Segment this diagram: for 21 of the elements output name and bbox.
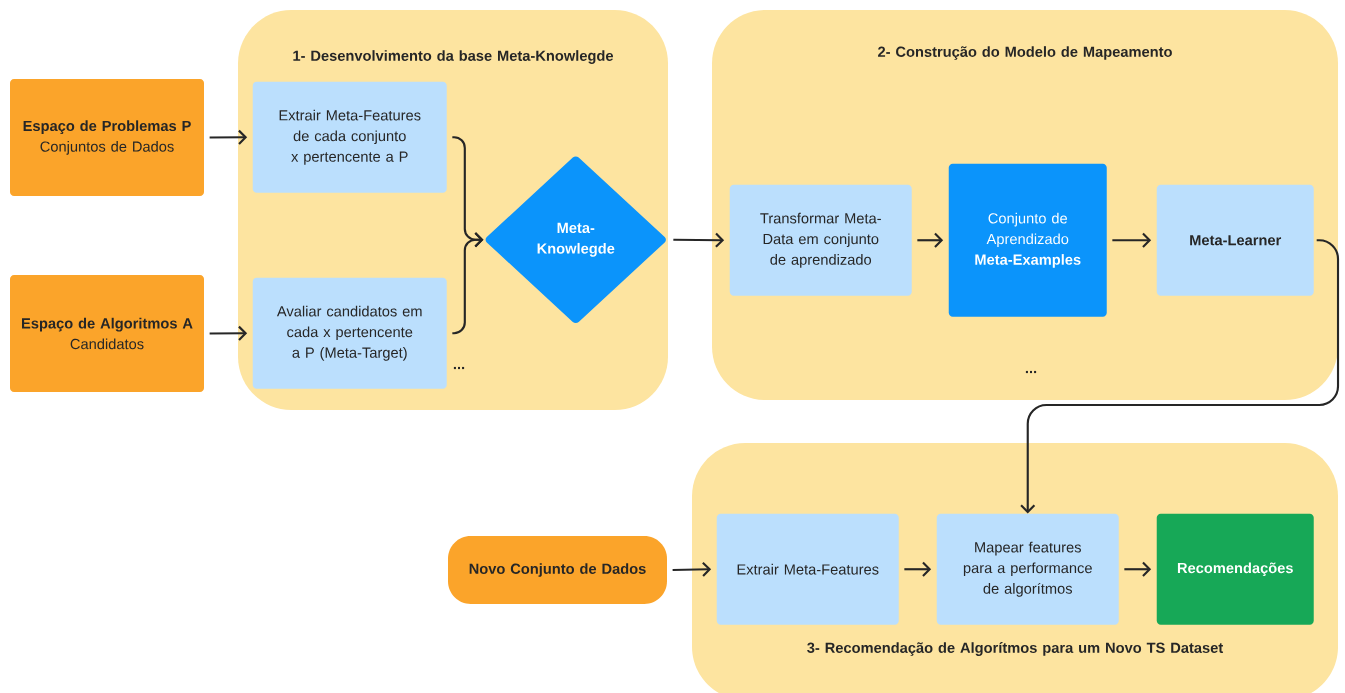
process-box: Espaço de Problemas P Conjuntos de Dados: [10, 79, 204, 196]
arrow: [209, 325, 248, 341]
arrow: [1020, 239, 1340, 514]
process-box: Extrair Meta-Features de cada conjunto x pertencente a P: [252, 81, 447, 193]
process-box: Meta-Learner: [1156, 184, 1314, 296]
arrow: [917, 232, 944, 248]
arrow: [672, 561, 712, 577]
process-box: Transformar Meta-Data em conjunto de aprendizado: [729, 184, 912, 296]
process-box: Recomendações: [1156, 513, 1314, 625]
arrow: [904, 561, 932, 577]
process-box: Conjunto de Aprendizado Meta-Examples: [948, 163, 1107, 317]
process-box: Avaliar candidatos em cada x pertencente a P (Meta-Target): [252, 277, 447, 389]
arrow: [1112, 232, 1152, 248]
terminal-box: Novo Conjunto de Dados: [448, 536, 667, 604]
arrow: [1124, 561, 1152, 577]
arrow: [209, 129, 248, 145]
ellipsis-mark: ...: [1025, 370, 1037, 374]
process-box: Mapear features para a performance de algorítmos: [936, 513, 1119, 625]
process-box: Extrair Meta-Features: [716, 513, 899, 625]
arrow: [673, 232, 725, 248]
process-box: Espaço de Algoritmos A Candidatos: [10, 275, 204, 392]
